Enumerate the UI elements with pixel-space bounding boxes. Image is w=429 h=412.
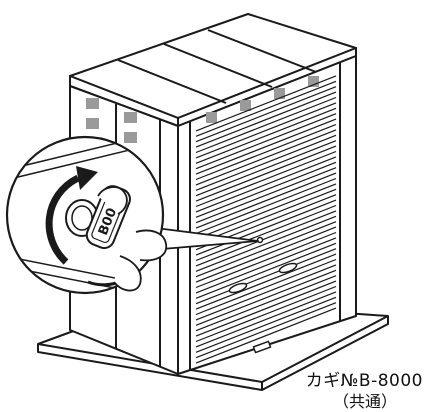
- shutter-slat: [195, 204, 337, 262]
- shutter-slat: [195, 221, 337, 278]
- shutter-slat: [195, 80, 337, 137]
- front-panel: [177, 55, 357, 375]
- shutter-slat: [195, 129, 337, 186]
- shutter-slat: [195, 188, 337, 245]
- shutter-slat: [195, 107, 337, 164]
- shutter-slat: [195, 242, 337, 299]
- shutter-slat: [195, 86, 337, 143]
- shutter-slat: [195, 102, 337, 159]
- common-key-note: （共通）: [332, 392, 397, 411]
- shutter-handles: [228, 262, 298, 354]
- key-number-label: カギ№B-8000: [305, 371, 423, 391]
- hand-illustration: [97, 186, 168, 292]
- rotate-arrow-icon: [45, 174, 80, 265]
- shutter-slat: [195, 280, 337, 337]
- shutter-slat: [195, 231, 337, 289]
- shutter-slat: [195, 199, 337, 256]
- shutter-slat: [195, 253, 337, 310]
- shutter-slat: [195, 145, 337, 202]
- shutter-slat: [195, 307, 337, 364]
- shutter-slat: [195, 113, 337, 170]
- shutter-slat: [195, 150, 337, 208]
- shutter-slat: [195, 177, 337, 235]
- shutter-slat: [195, 91, 337, 148]
- shutter-slat: [195, 215, 337, 272]
- shutter-slat: [195, 296, 337, 353]
- shutter-slat: [195, 183, 337, 240]
- shutter-slat: [195, 123, 337, 181]
- shutter-slat: [195, 140, 337, 197]
- shutter-slat: [195, 167, 337, 224]
- shutter-slat: [195, 156, 337, 213]
- shutter-slat: [195, 275, 337, 332]
- magnified-lock-callout: B000: [5, 135, 168, 295]
- roof: [69, 13, 357, 127]
- shutter-slat: [195, 258, 337, 316]
- shutter-slat: [195, 118, 337, 175]
- shutter-slat: [195, 291, 337, 348]
- shutter-slat: [195, 248, 337, 305]
- shutter-slat: [195, 302, 337, 359]
- shutter-slats: [195, 75, 337, 364]
- shutter-slat: [195, 269, 337, 326]
- shutter-slat: [195, 264, 337, 321]
- shutter-slat: [195, 161, 337, 218]
- shutter-slat: [195, 226, 337, 283]
- shutter-slat: [195, 134, 337, 191]
- shutter-slat: [195, 96, 337, 154]
- shutter-slat: [195, 237, 337, 294]
- shutter-slat: [195, 172, 337, 229]
- shutter-slat: [195, 285, 337, 343]
- shutter-slat: [195, 75, 337, 132]
- shutter-slat: [195, 210, 337, 267]
